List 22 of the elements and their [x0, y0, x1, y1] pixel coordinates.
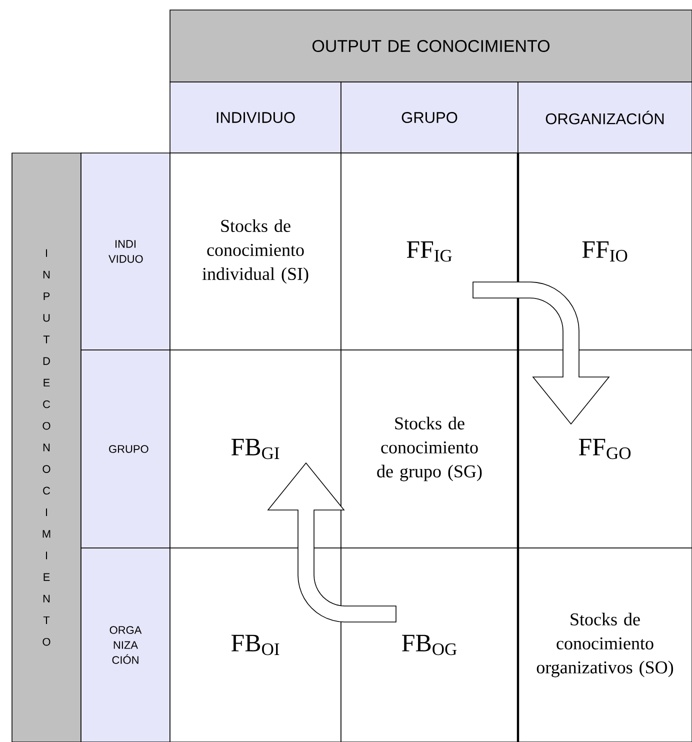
node-label: FF$_{IO}$ [582, 241, 628, 262]
table-cell: FF$_{IO}$ [518, 152, 692, 350]
table-cell: Stocks de conocimiento organizativos (SO) [518, 548, 692, 742]
vertical-header-cell: INPUT DE CONOCIMIENTO [12, 152, 82, 742]
table-cell: FB$_{GI}$ [170, 350, 342, 548]
row-header-cell: ORGA NIZA CIÓN [80, 548, 170, 742]
header-cell: OUTPUT DE CONOCIMIENTO [170, 10, 692, 82]
row-header-cell: GRUPO [80, 350, 170, 548]
table-cell: Stocks de conocimiento de grupo (SG) [340, 350, 518, 548]
column-header-cell: GRUPO [340, 82, 518, 154]
flow-arrow [472, 282, 610, 425]
table-cell: FB$_{OG}$ [340, 548, 518, 742]
table-cell: FF$_{GO}$ [518, 350, 692, 548]
table-cell: FB$_{OI}$ [170, 548, 342, 742]
column-header-cell: ORGANIZACIÓN [518, 82, 692, 154]
table-cell: Stocks de conocimiento individual (SI) [170, 152, 342, 350]
flow-arrow [267, 462, 396, 622]
table-cell: FF$_{IG}$ [340, 152, 518, 350]
row-header-cell: INDI VIDUO [80, 152, 170, 350]
node-label: FF$_{GO}$ [578, 438, 631, 460]
node-label: FB$_{OI}$ [231, 634, 280, 656]
column-header-cell: INDIVIDUO [170, 82, 342, 154]
